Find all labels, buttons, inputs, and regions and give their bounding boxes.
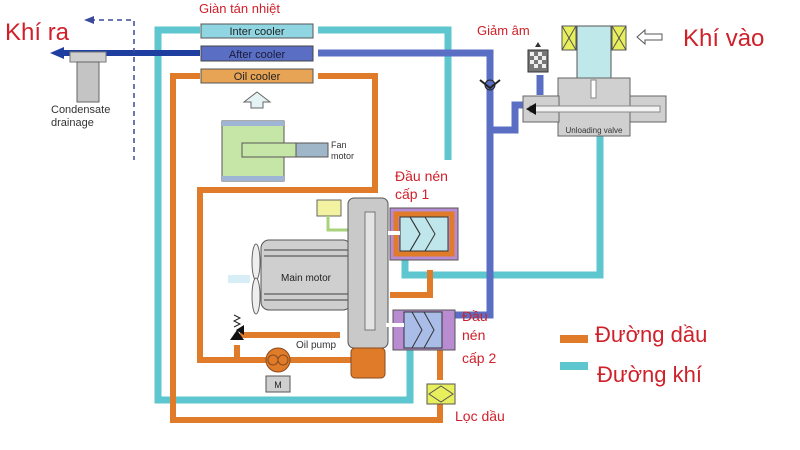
legend-oil-label: Đường dầu [595,322,707,347]
drain-dashed-line [90,19,135,160]
oil-pump-label: Oil pump [296,340,336,351]
condensate-label-1: Condensate [51,104,110,116]
unloading-valve-label: Unloading valve [566,126,623,135]
controller-wire [326,216,348,232]
controller-box [316,199,342,217]
legend-oil-swatch [560,335,588,343]
oil-pipe-outer-loop [170,73,443,423]
fan-housing-bottom [222,176,284,181]
oil-pipe-inner-loop [197,73,380,363]
stage2-label-3: cấp 2 [462,350,496,366]
stage2-rotor-b [423,311,435,349]
stage2-label-1: Đầu [462,308,488,324]
legend-air-swatch [560,362,588,370]
fan-shaft [241,142,297,158]
legend: Đường dầu Đường khí [560,322,707,387]
silencer-label: Giảm âm [477,23,530,38]
unloading-valve-arrow-icon [526,103,536,115]
fan-motor-label-2: motor [331,151,354,161]
fan-housing-top [222,121,284,126]
oil-cooler-label: Oil cooler [234,71,281,83]
compressed-pipe-after-cooler [318,49,494,319]
airflow-up-arrow-icon [242,91,272,109]
stage1-label-1: Đầu nén [395,168,448,184]
unloading-valve-stem [590,79,597,99]
oil-filter-diamond [428,385,454,403]
air-pipes [154,26,604,404]
check-valve-seat [479,79,501,90]
oil-sump [350,347,386,379]
pump-motor-label: M [274,380,282,390]
inlet-filter [576,25,612,79]
relief-valve-icon [230,330,244,340]
motor-fan-blade-bottom [251,277,261,315]
relief-valve-arrow [236,325,244,335]
relief-valve-spring [232,314,242,328]
air-in-arrow-icon [636,28,663,46]
air-out-label: Khí ra [5,19,70,46]
dashed-arrow-icon [84,16,94,24]
stage2-label-2: nén [462,327,485,343]
oil-filter-label: Lọc dầu [455,408,505,424]
air-pipe-unloading [401,130,604,279]
gear-shaft [364,211,376,331]
air-in-label: Khí vào [683,25,764,52]
x-left-b [561,25,577,51]
pump-motor-box [265,375,291,393]
stage1-screw [399,216,449,252]
x-right-b [611,25,627,51]
motor-fan-blade-top [251,243,261,281]
inter-cooler-label: Inter cooler [229,26,284,38]
stage2-rotor-a [411,311,423,349]
legend-air-label: Đường khí [597,362,702,387]
unloading-valve-rod [529,105,661,113]
fan-motor-label-1: Fan [331,140,347,150]
stage1-rotor-b [424,216,436,252]
stage1-label-2: cấp 1 [395,186,429,202]
air-pipe-inter-cooler-right [318,26,452,160]
main-motor-label: Main motor [281,273,332,284]
motor-ribs [264,249,348,301]
fan-motor [295,142,329,158]
outlet-arrow-icon [50,47,64,59]
oil-cooler [200,68,314,84]
after-cooler-label: After cooler [229,49,286,61]
oil-filter-icon [426,383,456,405]
silencer-pattern [530,52,546,68]
oil-pump-gear-b [277,354,289,366]
condensate-head [69,51,107,63]
silencer-up-arrow-icon [535,42,541,47]
stage2-screw [403,311,443,349]
condensate-drain-icon [76,61,100,103]
radiator-label: Giàn tán nhiệt [199,1,280,16]
motor-airflow-arrow-icon [228,275,250,283]
oil-pipes [170,73,443,423]
oil-pipe-stage-link [390,270,433,298]
air-pipe-loop-left [154,26,414,404]
stage1-rotor-a [409,216,421,252]
inter-cooler [200,23,314,39]
after-cooler [200,45,314,62]
condensate-label-2: drainage [51,117,94,129]
